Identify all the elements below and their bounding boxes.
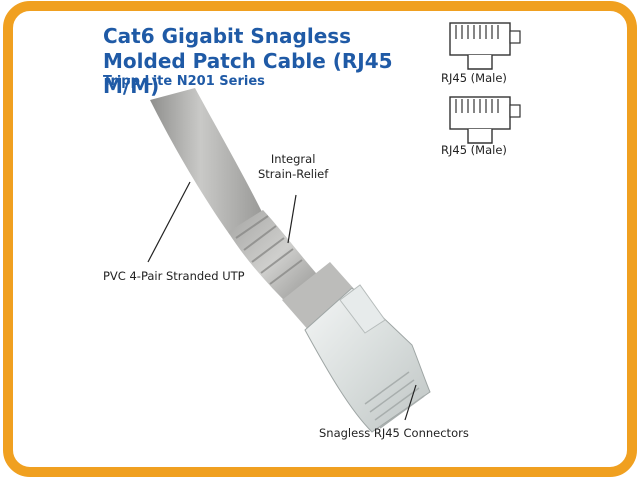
callout-strain-relief: Integral Strain-Relief (258, 152, 329, 181)
callout-line-strain-relief (287, 194, 297, 244)
boot-ridges (235, 215, 303, 285)
page-title: Cat6 Gigabit Snagless Molded Patch Cable… (103, 24, 393, 98)
callout-connectors: Snagless RJ45 Connectors (319, 426, 469, 440)
connector-label-1: RJ45 (Male) (441, 71, 507, 85)
plug-latch (339, 284, 386, 334)
callout-cable: PVC 4-Pair Stranded UTP (103, 269, 245, 283)
cable-jacket (150, 88, 262, 235)
rj45-connector-icon (449, 22, 521, 70)
rj45-connector-icon (449, 96, 521, 144)
plug-contacts (364, 371, 425, 429)
strain-relief-boot (228, 210, 322, 308)
rj45-plug (304, 287, 431, 433)
callout-line-connectors (404, 384, 417, 421)
callout-line-cable (147, 181, 191, 263)
connector-label-2: RJ45 (Male) (441, 143, 507, 157)
page-subtitle: Tripp Lite N201 Series (103, 74, 265, 89)
frame-border (3, 1, 637, 477)
molded-collar (282, 262, 355, 332)
